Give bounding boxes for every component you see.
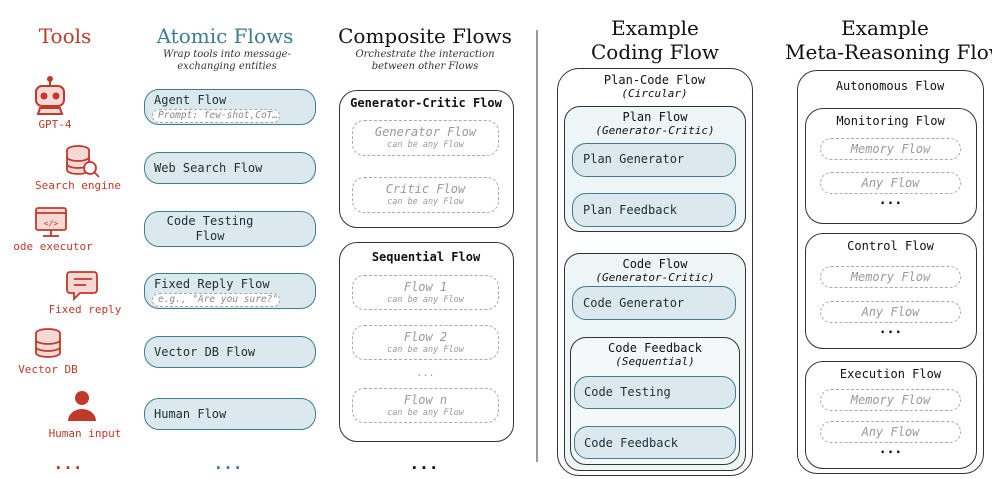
fixed-reply-flow-label: Fixed Reply Flow: [154, 277, 270, 291]
composite-header: Composite Flows: [338, 24, 512, 48]
atomic-subtitle: Wrap tools into message-exchanging entit…: [163, 49, 291, 72]
tool-label-vector-db: Vector DB: [18, 363, 78, 376]
sequential-title: Sequential Flow: [371, 250, 481, 264]
tool-label-fixed-reply: Fixed reply: [48, 303, 122, 316]
agent-flow-prompt: Prompt: few-shot,CoT…: [152, 109, 280, 123]
generator-critic-frame: Generator-Critic Flow Generator Flow can…: [339, 90, 514, 228]
flow-1-sub: can be any Flow: [387, 295, 464, 305]
svg-text:</>: </>: [44, 219, 59, 228]
robot-icon: [35, 76, 65, 115]
flow-2-box[interactable]: Flow 2 can be any Flow: [352, 325, 499, 360]
code-feedback-sub: (Sequential): [615, 355, 695, 368]
meta-header-line1: Example: [841, 16, 929, 40]
tool-label-human-input: Human input: [48, 427, 122, 440]
tool-label-gpt4: GPT-4: [38, 118, 72, 131]
plan-code-title: Plan-Code Flow: [603, 73, 706, 87]
code-flow-sub: (Generator-Critic): [595, 271, 715, 284]
code-feedback-box[interactable]: Code Feedback: [574, 426, 736, 459]
speech-bubble-icon: [66, 271, 98, 302]
atomic-ellipsis: ...: [213, 454, 243, 473]
plan-feedback-box[interactable]: Plan Feedback: [572, 193, 736, 227]
code-flow-title: Code Flow: [622, 257, 688, 271]
agent-flow-pill[interactable]: Agent Flow Prompt: few-shot,CoT…: [144, 89, 316, 125]
code-monitor-icon: </>: [35, 207, 67, 237]
monitoring-any-box[interactable]: Any Flow: [820, 172, 961, 194]
generator-flow-sub: can be any Flow: [387, 140, 464, 150]
plan-generator-label: Plan Generator: [583, 152, 685, 166]
code-generator-label: Code Generator: [583, 296, 685, 310]
vector-db-flow-pill[interactable]: Vector DB Flow: [144, 336, 316, 368]
flow-n-sub: can be any Flow: [387, 408, 464, 418]
database-icon: [35, 328, 61, 358]
code-testing-flow-label: Code Testing Flow: [166, 214, 254, 243]
flow-n-label: Flow n: [403, 393, 448, 407]
plan-generator-box[interactable]: Plan Generator: [572, 143, 736, 177]
tool-label-search-engine: Search engine: [34, 179, 122, 192]
code-testing-box[interactable]: Code Testing: [574, 376, 736, 409]
execution-frame: Execution Flow Memory Flow Any Flow ...: [805, 361, 977, 469]
atomic-header: Atomic Flows: [156, 24, 294, 48]
web-search-flow-pill[interactable]: Web Search Flow: [144, 152, 316, 184]
web-search-flow-label: Web Search Flow: [154, 161, 263, 175]
coding-header-line1: Example: [611, 16, 699, 40]
human-flow-label: Human Flow: [154, 407, 227, 421]
code-feedback-title: Code Feedback: [608, 341, 702, 355]
control-ellipsis: ...: [878, 322, 903, 337]
execution-memory-box[interactable]: Memory Flow: [820, 389, 961, 411]
monitoring-ellipsis: ...: [878, 193, 903, 208]
human-flow-pill[interactable]: Human Flow: [144, 398, 316, 430]
flow-n-box[interactable]: Flow n can be any Flow: [352, 388, 499, 423]
vector-db-flow-label: Vector DB Flow: [154, 345, 256, 359]
control-frame: Control Flow Memory Flow Any Flow ...: [805, 233, 977, 349]
agent-flow-label: Agent Flow: [154, 93, 227, 107]
tools-ellipsis: ...: [53, 454, 83, 473]
monitoring-title: Monitoring Flow: [836, 114, 945, 128]
coding-header-line2: Coding Flow: [590, 40, 720, 64]
monitoring-memory-box[interactable]: Memory Flow: [820, 138, 961, 160]
flow-1-label: Flow 1: [403, 280, 448, 294]
execution-title: Execution Flow: [839, 367, 942, 381]
execution-any-label: Any Flow: [861, 425, 920, 439]
control-memory-label: Memory Flow: [850, 270, 931, 284]
meta-header-line2: Meta-Reasoning Flow: [785, 40, 992, 64]
generator-flow-box[interactable]: Generator Flow can be any Flow: [352, 120, 499, 156]
database-search-icon: [66, 145, 100, 178]
generator-critic-title: Generator-Critic Flow: [350, 96, 502, 110]
monitoring-any-label: Any Flow: [861, 176, 920, 190]
autonomous-title: Autonomous Flow: [835, 79, 945, 93]
tools-header: Tools: [38, 24, 92, 48]
control-title: Control Flow: [847, 239, 934, 253]
fixed-reply-flow-pill[interactable]: Fixed Reply Flow e.g., "Are you sure?": [144, 273, 316, 309]
plan-feedback-label: Plan Feedback: [583, 203, 677, 217]
flow-1-box[interactable]: Flow 1 can be any Flow: [352, 275, 499, 310]
execution-ellipsis: ...: [878, 442, 903, 457]
flow-2-sub: can be any Flow: [387, 345, 464, 355]
plan-flow-title: Plan Flow: [622, 110, 688, 124]
generator-flow-label: Generator Flow: [374, 125, 477, 139]
sequential-ellipsis: ...: [416, 368, 436, 379]
control-any-label: Any Flow: [861, 305, 920, 319]
execution-memory-label: Memory Flow: [850, 393, 931, 407]
code-testing-flow-pill[interactable]: Code Testing Flow: [144, 211, 316, 247]
code-testing-label: Code Testing: [584, 385, 671, 399]
critic-flow-box[interactable]: Critic Flow can be any Flow: [352, 177, 499, 213]
monitoring-frame: Monitoring Flow Memory Flow Any Flow ...: [805, 108, 977, 224]
code-feedback-label: Code Feedback: [584, 436, 678, 450]
sequential-frame: Sequential Flow Flow 1 can be any Flow F…: [339, 242, 514, 442]
critic-flow-label: Critic Flow: [385, 182, 466, 196]
critic-flow-sub: can be any Flow: [387, 197, 464, 207]
composite-ellipsis: ...: [409, 454, 439, 473]
person-icon: [68, 391, 96, 421]
tool-label-code-executor: ode executor: [13, 240, 93, 253]
control-any-box[interactable]: Any Flow: [820, 301, 961, 323]
composite-subtitle: Orchestrate the interaction between othe…: [355, 49, 495, 72]
flow-2-label: Flow 2: [403, 330, 448, 344]
code-generator-box[interactable]: Code Generator: [572, 286, 736, 320]
plan-flow-sub: (Generator-Critic): [595, 124, 715, 137]
plan-code-sub: (Circular): [621, 87, 688, 100]
fixed-reply-flow-prompt: e.g., "Are you sure?": [152, 293, 280, 307]
execution-any-box[interactable]: Any Flow: [820, 421, 961, 443]
control-memory-box[interactable]: Memory Flow: [820, 266, 961, 288]
monitoring-memory-label: Memory Flow: [850, 142, 931, 156]
